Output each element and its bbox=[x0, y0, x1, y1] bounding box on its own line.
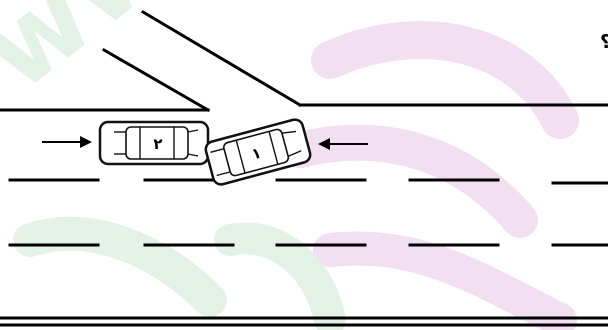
watermark-stroke-1 bbox=[330, 40, 560, 120]
merge-lane-inner-edge bbox=[104, 50, 208, 110]
arrow-right-icon bbox=[42, 136, 92, 148]
car-2-label: ۲ bbox=[153, 135, 162, 153]
car-1: ۱ bbox=[204, 118, 312, 186]
merge-lane-outer-edge bbox=[143, 12, 300, 105]
question-text: ست؟ bbox=[600, 31, 608, 53]
watermark-stroke-3 bbox=[330, 248, 560, 320]
watermark-text: www bbox=[0, 0, 276, 115]
car-2: ۲ bbox=[100, 122, 208, 164]
